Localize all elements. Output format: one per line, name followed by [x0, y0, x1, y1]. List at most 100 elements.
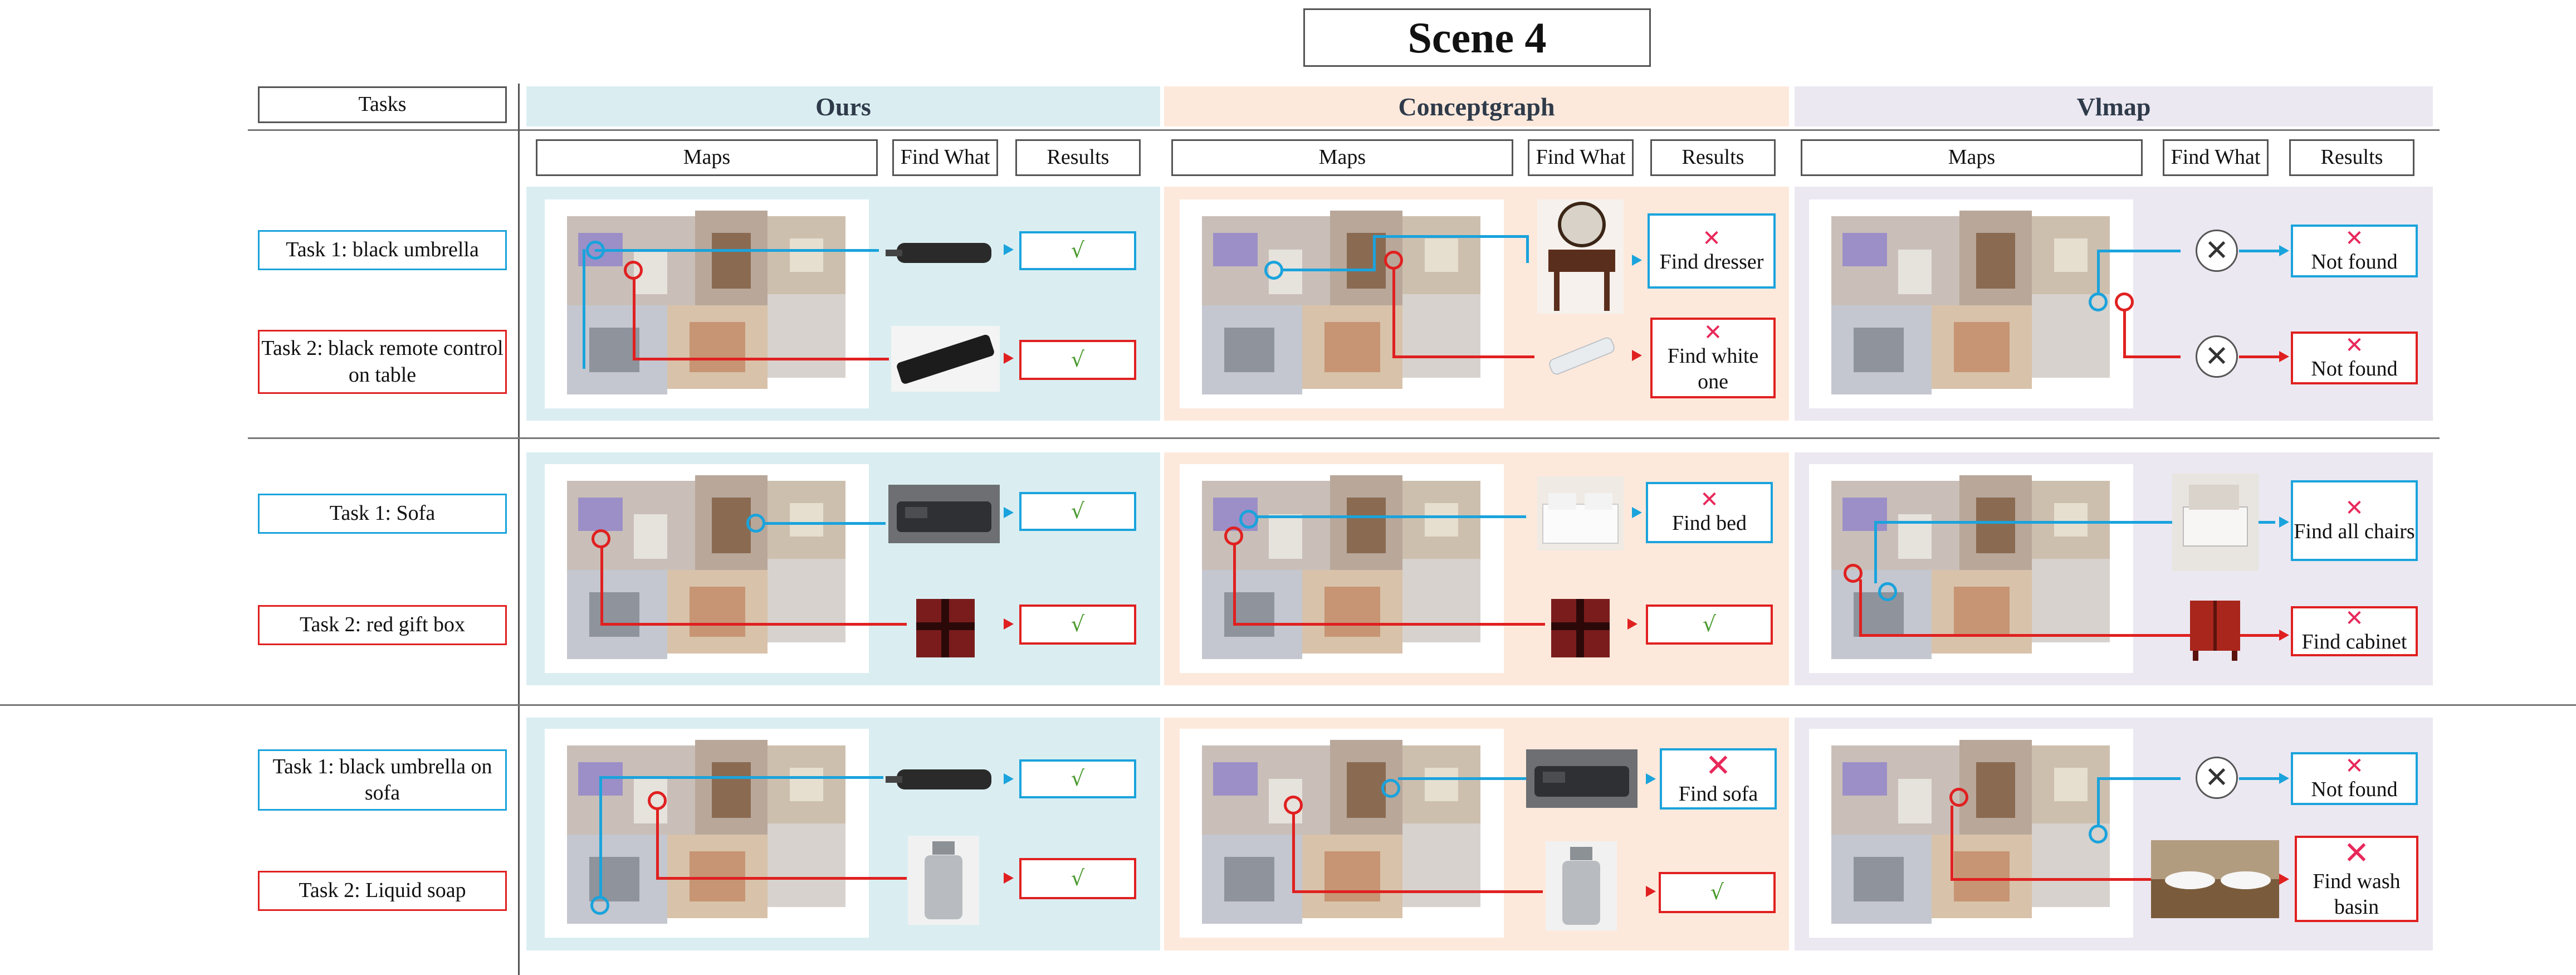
- ours-r1-task1-result: √: [1019, 231, 1136, 270]
- cross-icon: ✕: [2345, 753, 2364, 779]
- white-remote-image: [1543, 329, 1621, 382]
- vl-maps-header: Maps: [1801, 139, 2143, 176]
- ours-r1-task2-result: √: [1019, 340, 1136, 380]
- ours-r2-red-path: [600, 623, 907, 626]
- cg-row1-map-image: [1180, 199, 1504, 408]
- not-found-circle-icon: ✕: [2196, 757, 2238, 799]
- ours-r2-red-arrow: [1004, 618, 1014, 630]
- vl-results-header: Results: [2289, 139, 2414, 176]
- ours-r2-red-path-vertical: [600, 547, 603, 624]
- row2-task1-label: Task 1: Sofa: [258, 494, 507, 534]
- vl-r1-blue-path-out: [2239, 250, 2284, 252]
- ours-r1-red-path: [633, 358, 889, 360]
- sofa-image: [1526, 749, 1638, 808]
- check-icon: √: [1702, 612, 1717, 637]
- cross-icon: ✕: [1700, 487, 1719, 513]
- cg-r1-task2-result: ✕ Find white one: [1650, 318, 1776, 398]
- bed-image: [1537, 476, 1624, 550]
- cg-r1-blue-arrow: [1632, 255, 1642, 266]
- vl-r2-task1-result: ✕ Find all chairs: [2291, 480, 2418, 561]
- cg-r1-blue-path-vertical: [1373, 235, 1376, 270]
- cg-row3-map-image: [1180, 729, 1504, 938]
- vl-r3-task2-result-text: Find wash basin: [2313, 869, 2401, 919]
- ours-r3-blue-path: [599, 776, 883, 779]
- vl-r2-blue-path: [1874, 521, 2275, 524]
- vl-r1-blue-path-vertical: [2097, 250, 2100, 295]
- cg-r3-red-marker: [1284, 796, 1303, 815]
- ours-r3-red-marker: [648, 791, 667, 810]
- red-gift-box-image: [1546, 588, 1615, 661]
- ours-r2-blue-arrow: [1004, 507, 1014, 518]
- vl-r3-red-path: [1951, 878, 2159, 881]
- ours-r2-task1-result: √: [1019, 492, 1136, 531]
- vl-r3-blue-path: [2097, 777, 2181, 780]
- ours-r2-blue-path: [763, 522, 886, 525]
- row2-task2-label: Task 2: red gift box: [258, 605, 507, 645]
- vl-r2-blue-marker: [1878, 582, 1897, 601]
- vl-r3-red-marker: [1949, 788, 1968, 807]
- cg-r1-red-marker: [1384, 251, 1403, 270]
- liquid-soap-image: [908, 836, 979, 925]
- ours-r1-blue-path-vertical: [583, 249, 585, 369]
- cross-icon: ✕: [2345, 495, 2364, 521]
- vl-r1-blue-arrow: [2279, 245, 2289, 256]
- check-icon: √: [1710, 880, 1724, 905]
- cross-icon: ✕: [2343, 835, 2370, 871]
- cg-r3-blue-path: [1398, 777, 1526, 780]
- ours-r2-blue-marker: [746, 514, 765, 533]
- vl-r1-task1-result-text: Not found: [2311, 250, 2398, 274]
- cg-r2-red-marker: [1224, 526, 1243, 545]
- umbrella-image: [886, 759, 1005, 798]
- chairs-image: [2172, 474, 2259, 571]
- vl-r2-red-path-vertical: [1859, 579, 1862, 636]
- row-divider-1: [248, 437, 2440, 439]
- scene-title: Scene 4: [1303, 8, 1651, 67]
- ours-r1-blue-arrow: [1004, 244, 1014, 255]
- cg-row2-map-image: [1180, 464, 1504, 673]
- vl-r2-red-arrow: [2279, 630, 2289, 641]
- vl-r1-task1-result: ✕ Not found: [2291, 225, 2418, 277]
- vl-findwhat-header: Find What: [2163, 139, 2269, 176]
- ours-r2-task2-result: √: [1019, 604, 1136, 645]
- vl-r2-red-marker: [1844, 564, 1863, 583]
- row-divider-2: [0, 704, 2576, 706]
- cg-r3-blue-marker: [1381, 779, 1400, 798]
- cg-r2-blue-marker: [1239, 510, 1258, 529]
- tasks-header: Tasks: [258, 86, 507, 123]
- vl-r3-task1-result: ✕ Not found: [2291, 752, 2418, 805]
- cg-findwhat-header: Find What: [1528, 139, 1634, 176]
- vl-r2-blue-arrow: [2279, 516, 2289, 528]
- liquid-soap-image: [1546, 841, 1617, 930]
- cg-r1-blue-path-down: [1526, 235, 1529, 263]
- check-icon: √: [1071, 766, 1085, 791]
- cross-icon: ✕: [2345, 606, 2364, 632]
- cg-r2-task1-result: ✕ Find bed: [1646, 482, 1773, 543]
- ours-maps-header: Maps: [536, 139, 878, 176]
- cg-r2-red-path-vertical: [1233, 543, 1236, 624]
- ours-r3-task2-result: √: [1019, 858, 1136, 899]
- tasks-column-divider: [518, 84, 520, 975]
- cg-r2-blue-path: [1256, 515, 1526, 518]
- cg-r1-task1-result: ✕ Find dresser: [1648, 213, 1776, 289]
- not-found-circle-icon: ✕: [2196, 335, 2238, 378]
- vl-r1-blue-marker: [2089, 292, 2108, 311]
- cg-r2-task1-result-text: Find bed: [1671, 511, 1747, 535]
- cg-results-header: Results: [1650, 139, 1776, 176]
- cg-r3-red-arrow: [1646, 886, 1656, 897]
- cross-icon: ✕: [1702, 225, 1721, 251]
- ours-r3-red-path: [656, 877, 907, 880]
- ours-r3-red-path-vertical: [656, 809, 659, 878]
- check-icon: √: [1071, 612, 1085, 637]
- ours-row3-map-image: [545, 729, 869, 938]
- ours-r1-red-arrow: [1004, 353, 1014, 364]
- cg-maps-header: Maps: [1171, 139, 1513, 176]
- cg-r3-task1-result-text: Find sofa: [1678, 782, 1758, 806]
- cg-r1-blue-path-top: [1373, 235, 1529, 238]
- cabinet-image: [2184, 595, 2246, 662]
- cg-r3-blue-arrow: [1646, 773, 1656, 784]
- vl-r1-task2-result: ✕ Not found: [2291, 332, 2418, 384]
- ours-findwhat-header: Find What: [892, 139, 998, 176]
- ours-r3-blue-arrow: [1004, 773, 1014, 784]
- vl-r3-red-arrow: [2279, 874, 2289, 885]
- vl-r3-blue-path-out: [2239, 777, 2284, 780]
